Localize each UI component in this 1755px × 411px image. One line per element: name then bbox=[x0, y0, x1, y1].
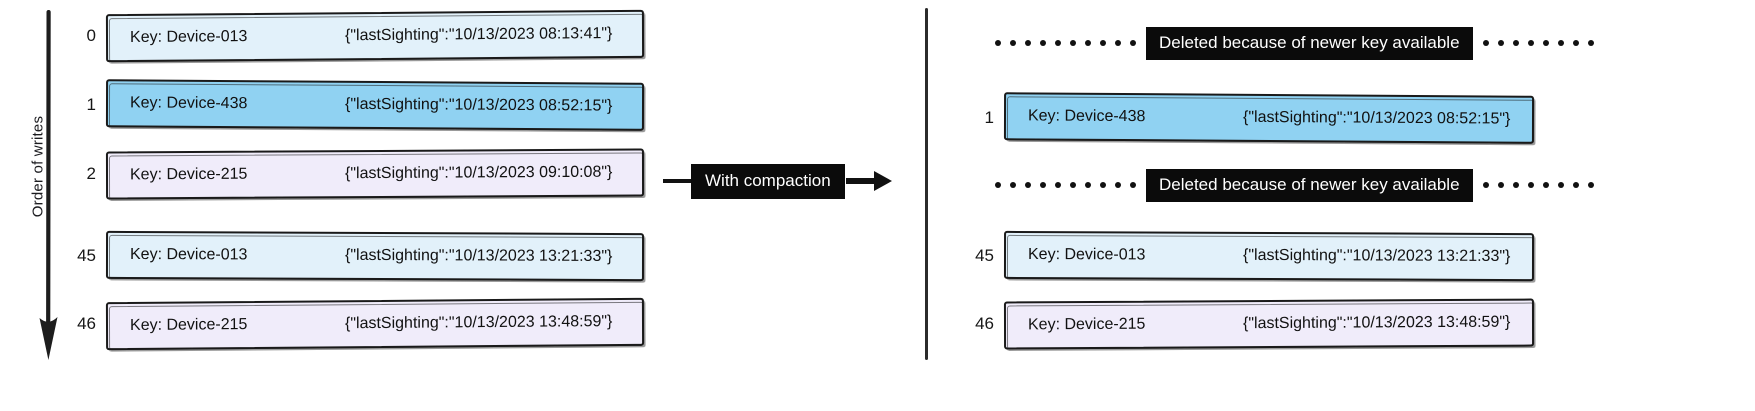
compacted-row-1: 1 Key: Device-438 {"lastSighting":"10/13… bbox=[960, 92, 1535, 144]
record-key: Key: Device-438 bbox=[129, 94, 248, 113]
compacted-row-45: 45 Key: Device-013 {"lastSighting":"10/1… bbox=[960, 230, 1535, 282]
right-arrow-icon bbox=[845, 169, 894, 193]
write-index: 45 bbox=[77, 246, 96, 265]
record-key: Key: Device-013 bbox=[129, 28, 248, 47]
deleted-label: Deleted because of newer key available bbox=[1146, 168, 1473, 202]
dotted-leader-right bbox=[1482, 28, 1594, 58]
arrow-line bbox=[663, 179, 691, 183]
write-row-46: 46 Key: Device-215 {"lastSighting":"10/1… bbox=[62, 297, 645, 351]
record-key: Key: Device-013 bbox=[129, 245, 248, 264]
record-value: {"lastSighting":"10/13/2023 08:13:41"} bbox=[344, 25, 613, 45]
record-value: {"lastSighting":"10/13/2023 13:21:33"} bbox=[344, 246, 613, 265]
record-box[interactable]: Key: Device-013 {"lastSighting":"10/13/2… bbox=[1003, 230, 1535, 282]
record-value: {"lastSighting":"10/13/2023 13:48:59"} bbox=[1242, 313, 1511, 333]
with-compaction-label: With compaction bbox=[691, 163, 845, 199]
deleted-label: Deleted because of newer key available bbox=[1146, 26, 1473, 60]
with-compaction-arrow: With compaction bbox=[663, 163, 1003, 199]
record-box[interactable]: Key: Device-215 {"lastSighting":"10/13/2… bbox=[1003, 298, 1535, 350]
write-index: 2 bbox=[86, 164, 96, 183]
panel-divider bbox=[925, 8, 928, 360]
record-box[interactable]: Key: Device-013 {"lastSighting":"10/13/2… bbox=[105, 9, 645, 63]
down-arrow-icon bbox=[38, 9, 60, 362]
compacted-row-46: 46 Key: Device-215 {"lastSighting":"10/1… bbox=[960, 298, 1535, 350]
record-key: Key: Device-215 bbox=[129, 316, 248, 335]
record-value: {"lastSighting":"10/13/2023 13:48:59"} bbox=[344, 313, 613, 333]
record-box[interactable]: Key: Device-215 {"lastSighting":"10/13/2… bbox=[105, 148, 645, 200]
record-box[interactable]: Key: Device-438 {"lastSighting":"10/13/2… bbox=[105, 79, 645, 131]
record-box[interactable]: Key: Device-438 {"lastSighting":"10/13/2… bbox=[1003, 92, 1535, 144]
write-index: 0 bbox=[86, 26, 96, 45]
write-index: 45 bbox=[975, 246, 994, 265]
write-index: 1 bbox=[86, 95, 96, 114]
record-key: Key: Device-438 bbox=[1027, 107, 1146, 126]
deleted-banner-0: Deleted because of newer key available bbox=[995, 26, 1594, 60]
dotted-leader-right bbox=[1482, 170, 1594, 200]
write-row-0: 0 Key: Device-013 {"lastSighting":"10/13… bbox=[62, 9, 645, 63]
record-box[interactable]: Key: Device-013 {"lastSighting":"10/13/2… bbox=[105, 230, 645, 282]
dotted-leader-left bbox=[995, 28, 1136, 58]
record-box[interactable]: Key: Device-215 {"lastSighting":"10/13/2… bbox=[105, 297, 645, 351]
record-key: Key: Device-215 bbox=[1027, 315, 1146, 334]
dotted-leader-left bbox=[995, 170, 1136, 200]
record-value: {"lastSighting":"10/13/2023 08:52:15"} bbox=[344, 95, 613, 115]
record-key: Key: Device-013 bbox=[1027, 245, 1146, 264]
write-row-2: 2 Key: Device-215 {"lastSighting":"10/13… bbox=[62, 148, 645, 200]
record-value: {"lastSighting":"10/13/2023 08:52:15"} bbox=[1242, 108, 1511, 128]
write-index: 1 bbox=[984, 108, 994, 127]
record-value: {"lastSighting":"10/13/2023 09:10:08"} bbox=[344, 163, 613, 183]
write-index: 46 bbox=[77, 314, 96, 333]
write-row-1: 1 Key: Device-438 {"lastSighting":"10/13… bbox=[62, 79, 645, 131]
record-key: Key: Device-215 bbox=[129, 165, 248, 184]
write-index: 46 bbox=[975, 314, 994, 333]
write-row-45: 45 Key: Device-013 {"lastSighting":"10/1… bbox=[62, 230, 645, 282]
deleted-banner-1: Deleted because of newer key available bbox=[995, 168, 1594, 202]
record-value: {"lastSighting":"10/13/2023 13:21:33"} bbox=[1242, 246, 1511, 266]
